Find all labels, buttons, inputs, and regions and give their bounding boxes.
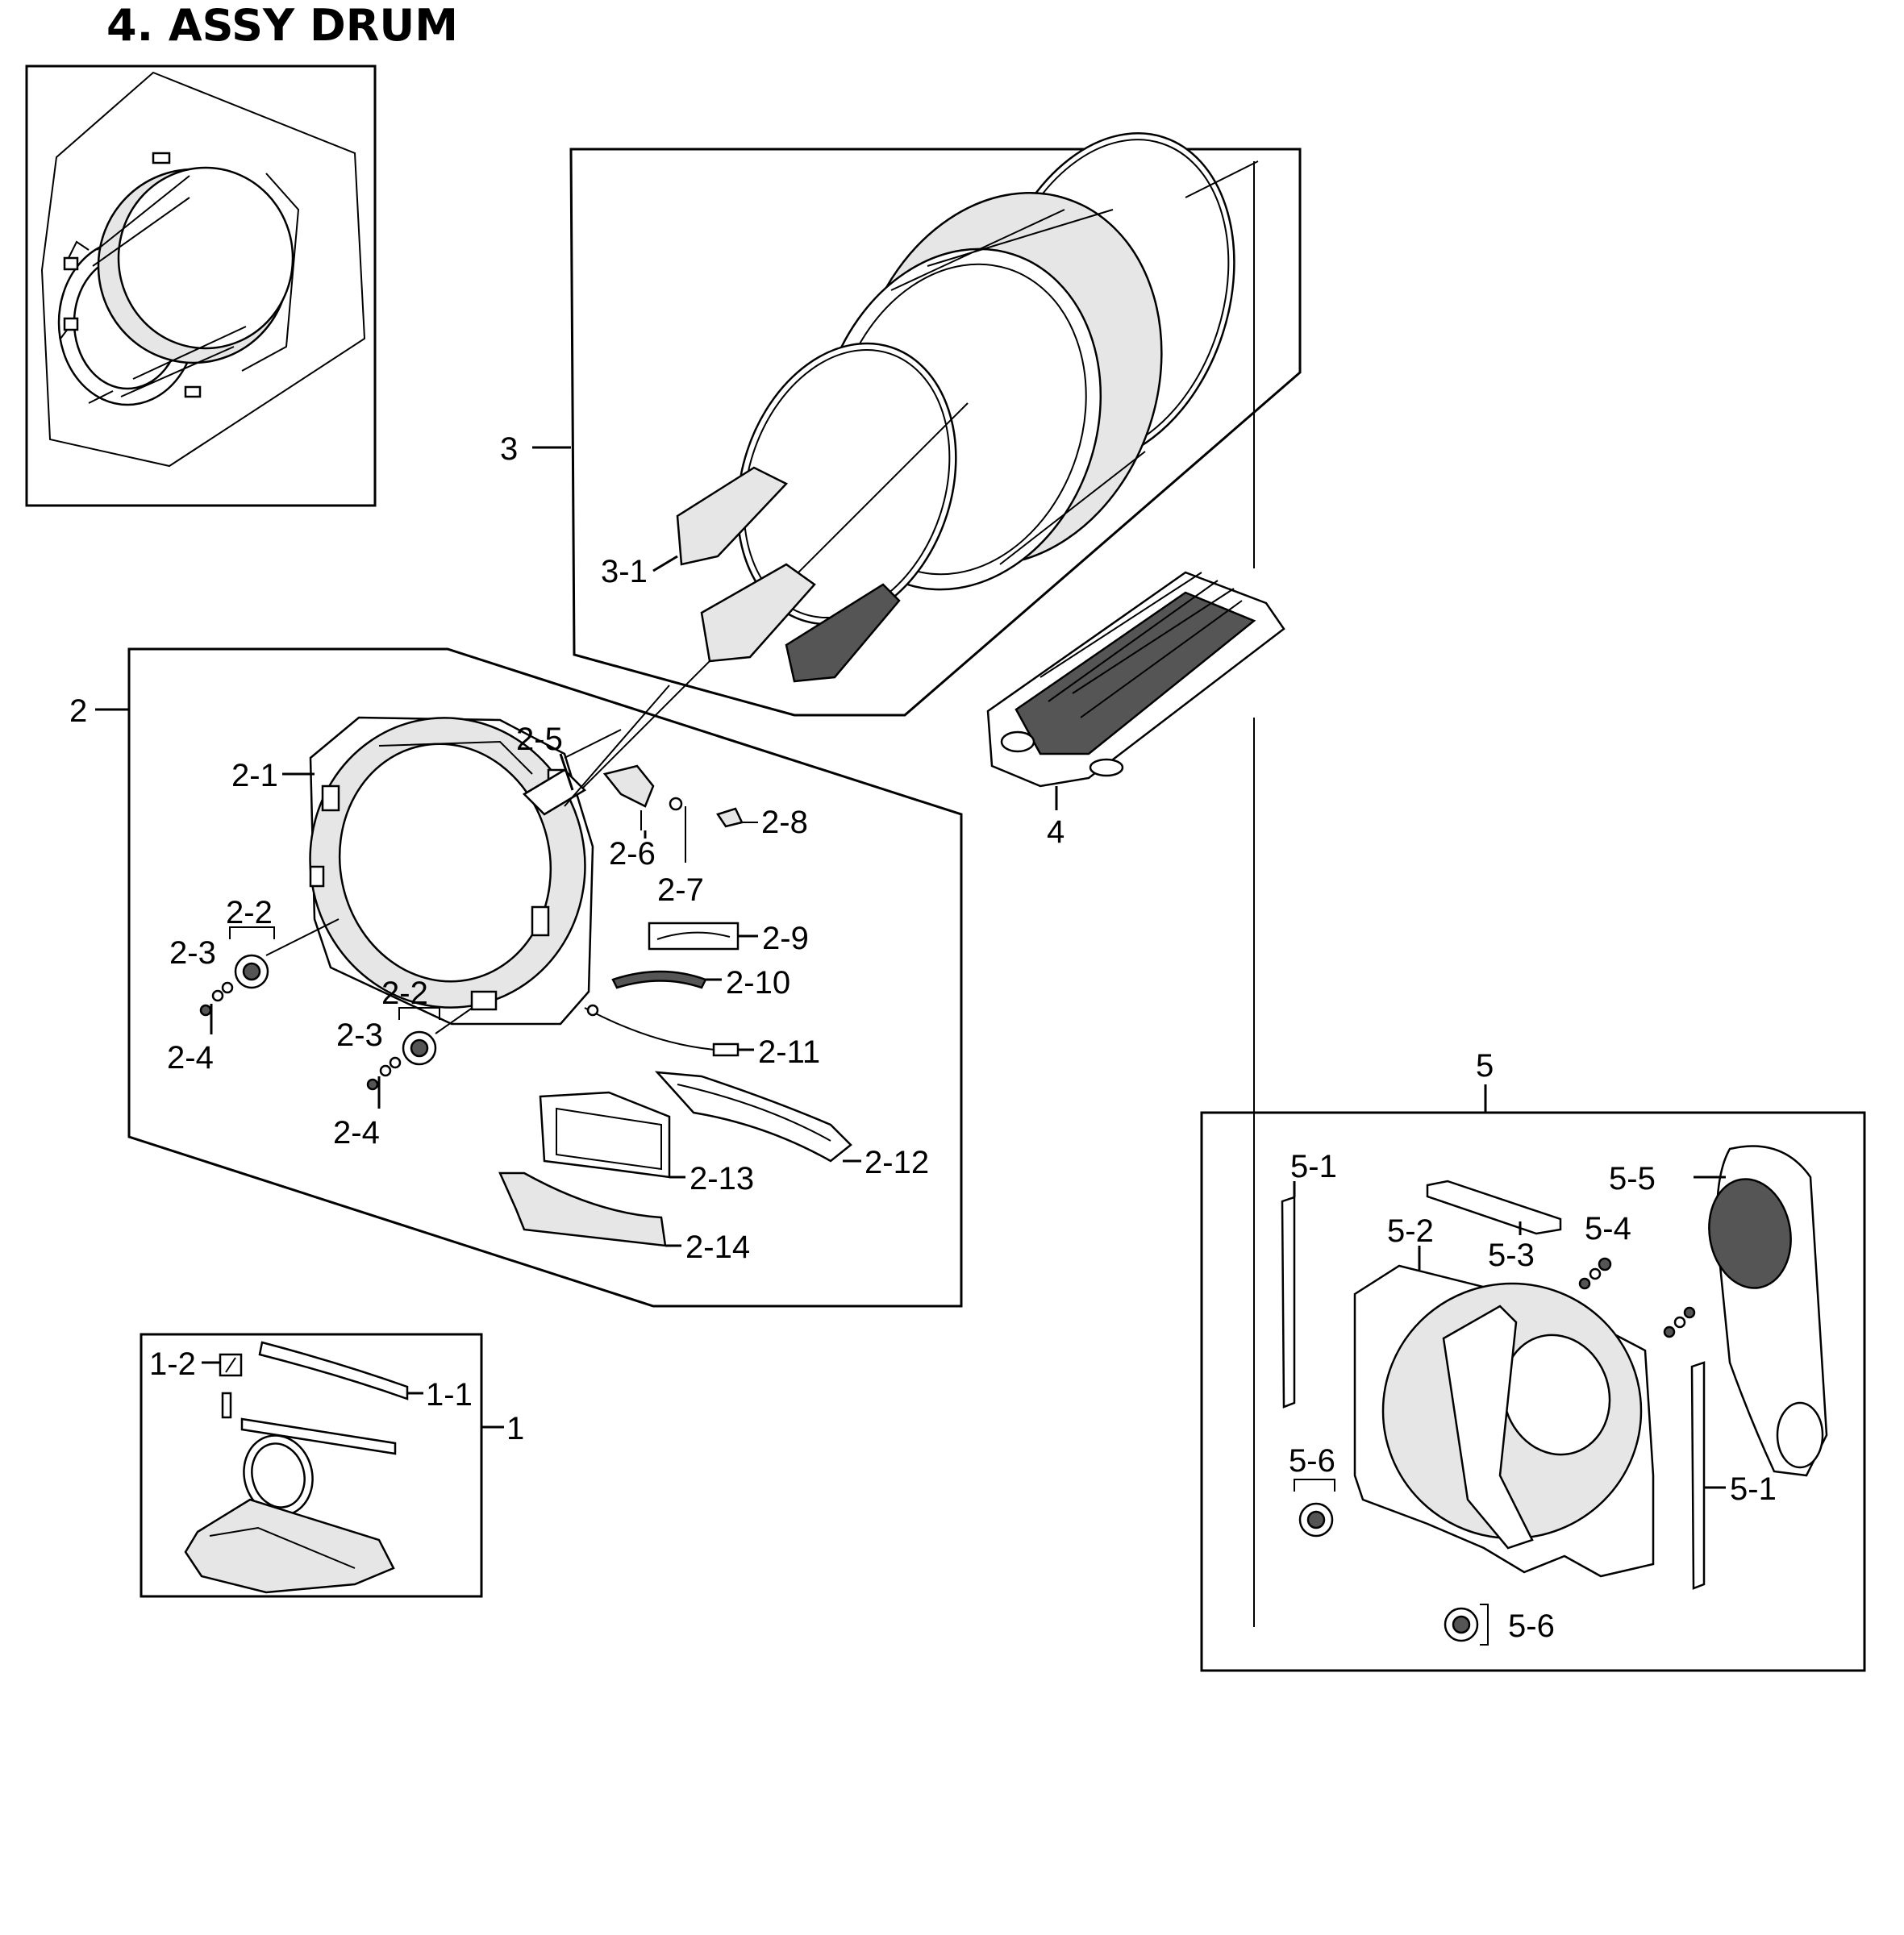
rear-bracket bbox=[1426, 1180, 1562, 1235]
lint-filter-mesh bbox=[1014, 591, 1256, 755]
callout-5-1-left: 5-1 bbox=[1290, 1149, 1337, 1184]
group-4-lint-filter: 4 bbox=[986, 571, 1285, 850]
roller-washer-left bbox=[221, 981, 234, 994]
group-2-front-frame: 2 bbox=[69, 647, 963, 1308]
filter-housing bbox=[539, 1091, 671, 1179]
rear-duct-mesh bbox=[1708, 1178, 1792, 1289]
callout-2-4-center: 2-4 bbox=[333, 1115, 380, 1151]
diagram-title: 4. ASSY DRUM bbox=[106, 0, 458, 51]
callout-2-10: 2-10 bbox=[726, 965, 790, 1001]
lamp-cover bbox=[602, 764, 655, 808]
drum-baffle-middle bbox=[700, 563, 816, 663]
drum-baffle-bottom bbox=[785, 583, 901, 683]
callout-2-12: 2-12 bbox=[865, 1145, 929, 1180]
callout-2-4-left: 2-4 bbox=[167, 1040, 214, 1076]
group-1-label: 1 bbox=[506, 1411, 524, 1446]
roller-washer-center bbox=[389, 1056, 402, 1069]
drum-front-seal-ring bbox=[736, 342, 957, 626]
callout-2-9: 2-9 bbox=[762, 921, 809, 956]
duct-seal-bottom bbox=[240, 1417, 397, 1455]
overview-drum-assembly bbox=[57, 152, 300, 406]
lamp-holder bbox=[716, 807, 744, 828]
callout-5-6-left: 5-6 bbox=[1289, 1443, 1335, 1479]
group-2-label: 2 bbox=[69, 693, 87, 729]
sensor-wire bbox=[584, 1007, 735, 1053]
callout-5-5: 5-5 bbox=[1609, 1161, 1656, 1196]
callout-1-2: 1-2 bbox=[149, 1346, 196, 1382]
rear-washer-2 bbox=[1683, 1306, 1696, 1319]
group-3-drum: 3 3-1 bbox=[500, 132, 1302, 807]
callout-2-2-left: 2-2 bbox=[226, 895, 273, 930]
front-panel-opening bbox=[338, 743, 552, 983]
callout-3-1: 3-1 bbox=[601, 554, 648, 589]
door-seal-piece bbox=[611, 970, 707, 989]
callout-5-1-right: 5-1 bbox=[1730, 1471, 1777, 1507]
callout-2-11: 2-11 bbox=[758, 1034, 820, 1070]
callout-2-7: 2-7 bbox=[657, 872, 704, 908]
duct-seal-top bbox=[258, 1341, 409, 1400]
callout-5-2: 5-2 bbox=[1387, 1213, 1434, 1249]
front-duct bbox=[654, 1071, 852, 1163]
roller-shaft-left bbox=[199, 1004, 212, 1017]
overview-thumbnail bbox=[25, 64, 377, 507]
drum-baffle-top bbox=[676, 466, 789, 566]
callout-1-1: 1-1 bbox=[426, 1377, 473, 1413]
rear-panel-channel bbox=[1442, 1305, 1534, 1550]
rear-strip-left bbox=[1281, 1196, 1296, 1409]
rear-strip-right bbox=[1690, 1361, 1706, 1590]
rear-washer-1 bbox=[1598, 1257, 1612, 1271]
group-4-label: 4 bbox=[1047, 814, 1064, 850]
callout-2-5: 2-5 bbox=[516, 722, 563, 757]
group-3-label: 3 bbox=[500, 431, 518, 467]
callout-5-3: 5-3 bbox=[1488, 1238, 1535, 1273]
lint-duct bbox=[184, 1498, 395, 1594]
callout-2-3-left: 2-3 bbox=[169, 935, 216, 971]
group-5-rear-frame: 5 5-1 5-1 bbox=[1200, 1048, 1866, 1672]
filter-guide bbox=[498, 1171, 667, 1247]
group-1-duct: 1 1-2 1-1 bbox=[140, 1333, 524, 1598]
callout-5-6-bottom: 5-6 bbox=[1508, 1608, 1555, 1644]
callout-2-2-center: 2-2 bbox=[381, 976, 428, 1011]
callout-2-3-center: 2-3 bbox=[336, 1017, 383, 1053]
roller-shaft-center bbox=[366, 1078, 379, 1091]
callout-2-8: 2-8 bbox=[761, 805, 808, 840]
callout-2-14: 2-14 bbox=[685, 1230, 750, 1265]
callout-2-13: 2-13 bbox=[690, 1161, 754, 1196]
lamp-socket bbox=[669, 797, 683, 811]
callout-2-1: 2-1 bbox=[231, 758, 278, 793]
callout-5-4: 5-4 bbox=[1585, 1211, 1631, 1246]
group-5-label: 5 bbox=[1476, 1048, 1494, 1084]
callout-2-6: 2-6 bbox=[609, 836, 656, 872]
